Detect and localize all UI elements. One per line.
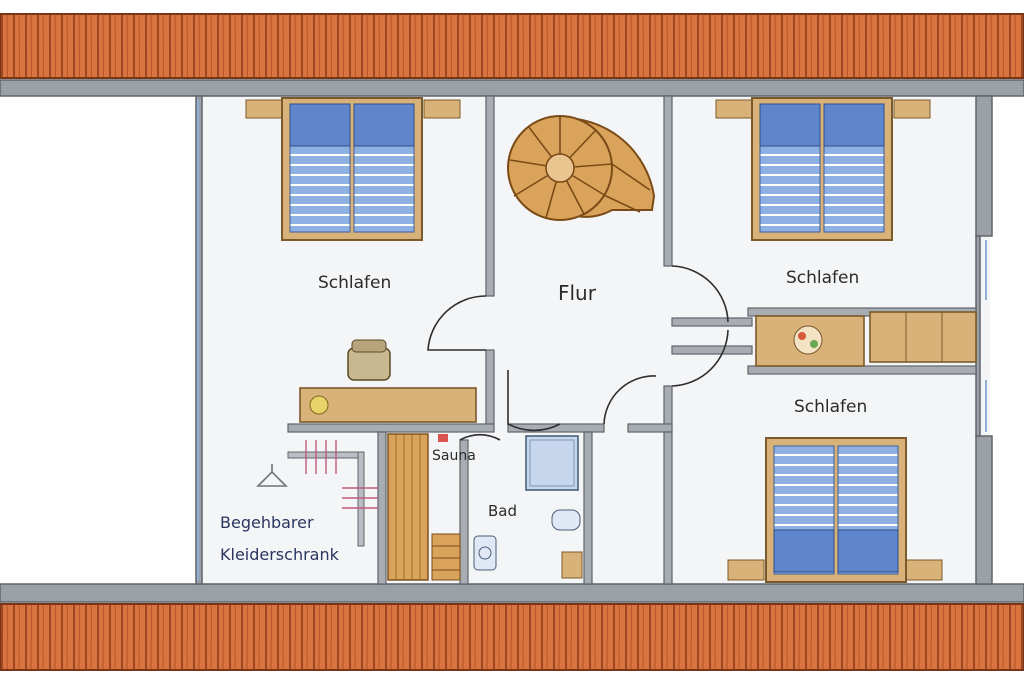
hanger-icon bbox=[256, 464, 288, 487]
shelf-right bbox=[755, 311, 977, 367]
sauna-interior bbox=[387, 433, 461, 581]
walk-in-closet-fixtures bbox=[256, 440, 378, 547]
label-bedroom-bottom-right: Schlafen bbox=[794, 397, 867, 417]
roof-bottom bbox=[0, 603, 1024, 671]
windows bbox=[197, 100, 987, 580]
bed-top-left bbox=[245, 97, 461, 241]
interior-walls bbox=[287, 95, 977, 585]
label-bedroom-top-left: Schlafen bbox=[318, 273, 391, 293]
bed-bottom-right bbox=[727, 437, 943, 583]
bathroom-fixtures bbox=[473, 435, 583, 579]
door-swings bbox=[427, 265, 729, 441]
desk-left bbox=[299, 387, 477, 423]
label-hallway: Flur bbox=[558, 281, 597, 305]
roof-top bbox=[0, 13, 1024, 79]
spiral-staircase bbox=[507, 115, 656, 221]
label-bedroom-top-right: Schlafen bbox=[786, 268, 859, 288]
label-walk-in-closet-line2: Kleiderschrank bbox=[220, 545, 340, 564]
bed-top-right bbox=[715, 97, 931, 241]
chair-left bbox=[347, 339, 391, 381]
label-sauna: Sauna bbox=[432, 448, 476, 464]
label-bathroom: Bad bbox=[488, 502, 517, 520]
label-walk-in-closet-line1: Begehbarer bbox=[220, 513, 314, 532]
